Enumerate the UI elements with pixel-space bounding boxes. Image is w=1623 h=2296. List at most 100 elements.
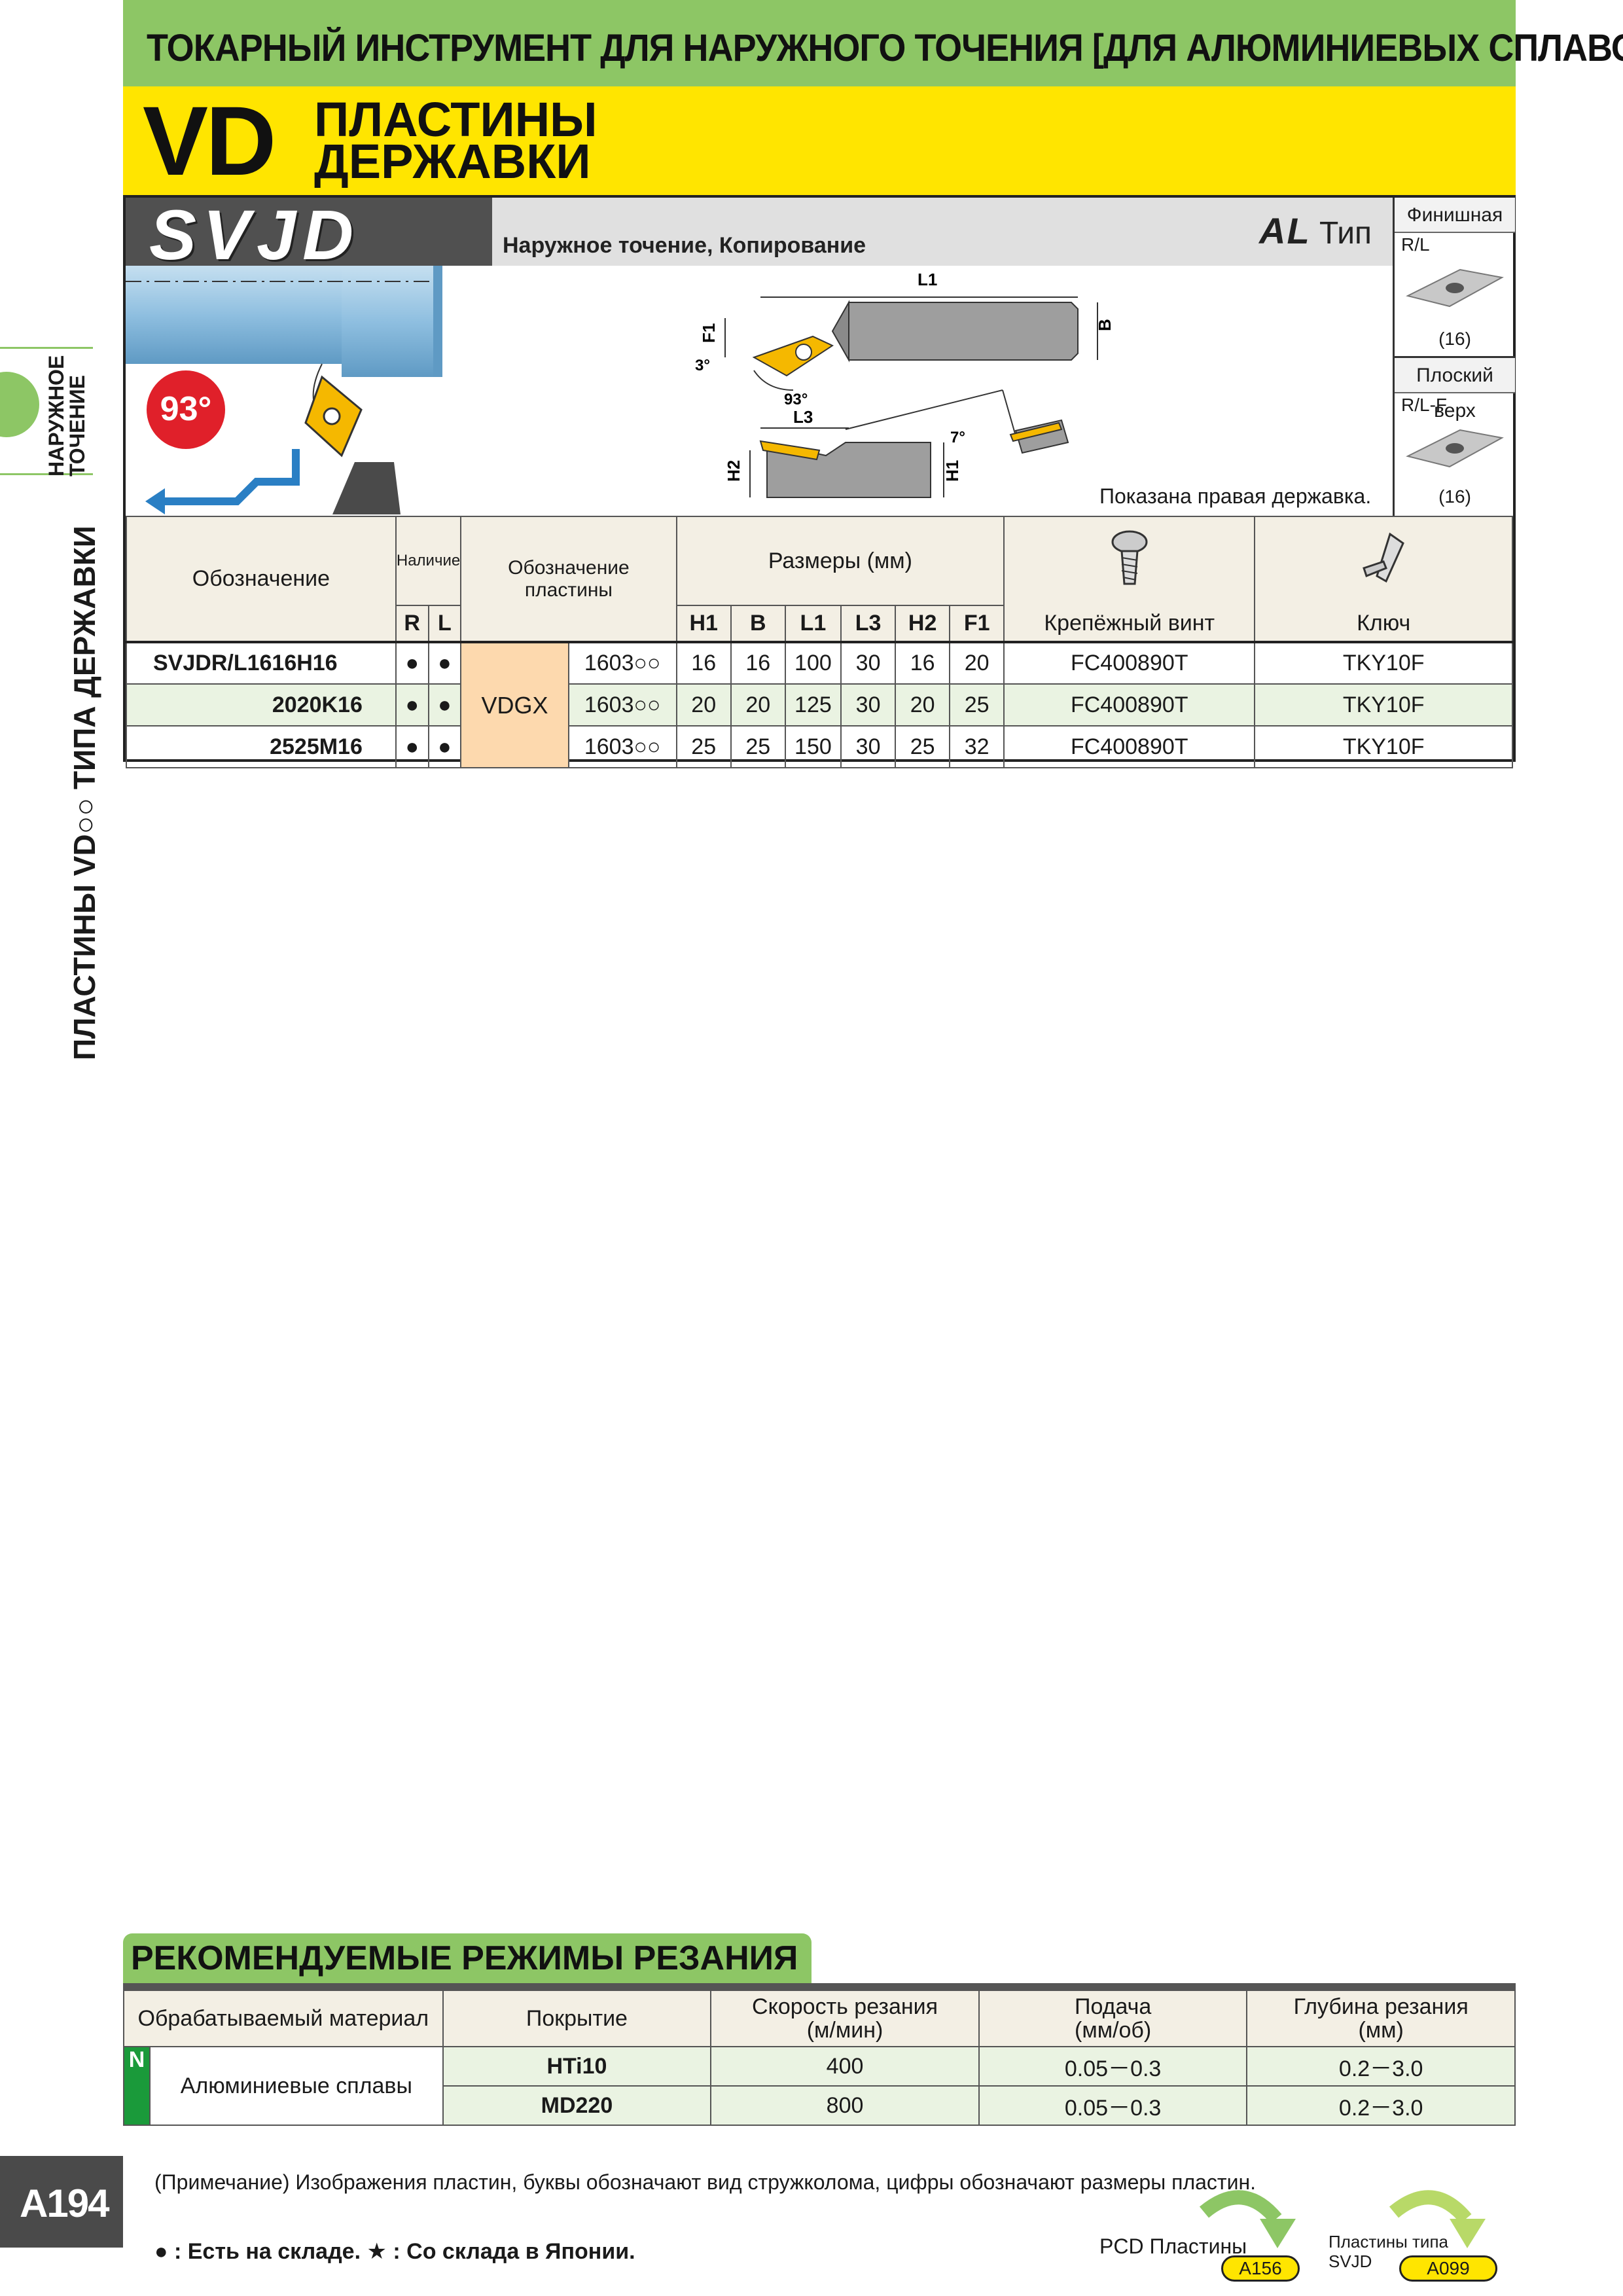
row-insert: 1603○○ <box>567 725 677 768</box>
col-F1: F1 <box>949 605 1005 643</box>
col-screw: Крепёжный винт <box>1003 605 1256 643</box>
row-screw: FC400890T <box>1003 725 1256 768</box>
insert-panel: Финишная R/L (16) Плоский верх R/L-F (16… <box>1393 198 1515 516</box>
operation-bar <box>492 198 1393 266</box>
dim-angle-3: 3° <box>695 357 710 374</box>
cond-col-material: Обрабатываемый материал <box>123 1990 444 2047</box>
sidebar-tab-line2: ТОЧЕНИЕ <box>65 375 89 476</box>
col-stock: Наличие <box>395 516 462 605</box>
col-L3: L3 <box>840 605 897 643</box>
sidebar-tab[interactable] <box>0 347 93 475</box>
row-H2: 25 <box>895 725 951 768</box>
col-dims: Размеры (мм) <box>675 516 1005 605</box>
insert-finishing-code: R/L <box>1401 234 1430 255</box>
row-stock-L: ● <box>427 683 462 726</box>
row-F1: 32 <box>949 725 1005 768</box>
pcd-ref-label: PCD Пластины <box>1099 2234 1247 2258</box>
col-B: B <box>730 605 786 643</box>
title-banner <box>123 86 1516 195</box>
cond-col-feed-2: (мм/об) <box>1075 2018 1152 2043</box>
row-L1: 100 <box>784 641 842 685</box>
dim-H2: H2 <box>724 460 743 482</box>
insert-flat-top[interactable]: Плоский верх R/L-F (16) <box>1395 356 1515 516</box>
cond-coating: MD220 <box>442 2085 712 2126</box>
col-designation: Обозначение <box>126 516 397 643</box>
row-screw: FC400890T <box>1003 683 1256 726</box>
insert-screw <box>323 407 341 425</box>
insert-flat-top-title: Плоский верх <box>1395 358 1515 422</box>
cond-feed: 0.05－0.3 <box>978 2085 1248 2126</box>
type-suffix: Тип <box>1319 216 1372 251</box>
col-H1: H1 <box>675 605 732 643</box>
row-stock-L: ● <box>427 725 462 768</box>
row-key: TKY10F <box>1254 641 1513 685</box>
dim-angle-93: 93° <box>784 391 808 408</box>
model-bar <box>126 198 492 266</box>
col-key: Ключ <box>1254 605 1513 643</box>
cond-col-coating: Покрытие <box>442 1990 712 2047</box>
cond-speed: 800 <box>710 2085 980 2126</box>
dim-L3: L3 <box>793 407 813 427</box>
angle-badge-text: 93° <box>160 390 212 428</box>
page-number-box <box>0 2156 123 2248</box>
conditions-tab <box>123 1933 812 1984</box>
table-row: 2525M16 ● ● 1603○○ 25 25 150 30 25 32 FC… <box>126 725 1513 768</box>
dim-F1: F1 <box>699 323 719 343</box>
vd-title: VD <box>143 86 276 196</box>
holder-body <box>332 462 401 514</box>
holder-illustration: 93° <box>126 266 492 514</box>
type-prefix: AL <box>1259 210 1311 251</box>
svjd-ref-label-1: Пластины типа <box>1329 2232 1448 2251</box>
dim-L1: L1 <box>918 270 937 289</box>
page-number: A194 <box>20 2181 109 2225</box>
row-model: SVJDR/L1616H16 <box>126 641 397 685</box>
insert-name: VDGX <box>460 641 569 768</box>
material-group: N <box>123 2046 151 2126</box>
svjd-ref-link[interactable]: A099 <box>1399 2255 1497 2282</box>
row-B: 20 <box>730 683 786 726</box>
row-L1: 125 <box>784 683 842 726</box>
pcd-ref-link[interactable]: A156 <box>1221 2255 1300 2282</box>
row-L3: 30 <box>840 725 897 768</box>
holder-top-view <box>848 302 1079 361</box>
stock-legend: ● : Есть на складе. ★ : Со склада в Япон… <box>154 2239 635 2264</box>
shown-right-note: Показана правая державка. <box>1099 484 1372 508</box>
row-model: 2020K16 <box>126 683 397 726</box>
row-L3: 30 <box>840 683 897 726</box>
row-insert: 1603○○ <box>567 641 677 685</box>
table-row: 2020K16 ● ● 1603○○ 20 20 125 30 20 25 FC… <box>126 683 1513 726</box>
row-stock-R: ● <box>395 683 429 726</box>
cond-depth: 0.2－3.0 <box>1246 2085 1516 2126</box>
dimension-drawing: L1 B F1 3° 93° L3 H2 H1 7° <box>492 266 1393 516</box>
col-L: L <box>427 605 462 643</box>
cond-coating: HTi10 <box>442 2046 712 2087</box>
row-H1: 20 <box>675 683 732 726</box>
footnote: (Примечание) Изображения пластин, буквы … <box>154 2170 1256 2194</box>
insert-finishing[interactable]: Финишная R/L (16) <box>1395 198 1515 356</box>
angle-badge <box>147 370 225 449</box>
insert-top-view <box>752 335 834 377</box>
title-line-inserts: ПЛАСТИНЫ <box>314 92 597 147</box>
workpiece-step <box>342 266 440 377</box>
row-H2: 20 <box>895 683 951 726</box>
dim-B: B <box>1095 319 1115 331</box>
dim-H1: H1 <box>942 460 962 482</box>
col-key-icon <box>1254 516 1513 605</box>
row-F1: 25 <box>949 683 1005 726</box>
insert-flat-top-code: R/L-F <box>1401 395 1447 415</box>
insert-flat-top-image <box>1406 429 1504 468</box>
table-row: MD220 800 0.05－0.3 0.2－3.0 <box>124 2085 1516 2126</box>
dimension-svg: L1 B F1 3° 93° L3 H2 H1 7° <box>695 270 1115 498</box>
row-insert: 1603○○ <box>567 683 677 726</box>
cond-col-feed: Подача (мм/об) <box>978 1990 1248 2047</box>
key-icon <box>1363 532 1405 583</box>
svjd-ref-label-2: SVJD <box>1329 2251 1372 2271</box>
row-F1: 20 <box>949 641 1005 685</box>
cond-depth: 0.2－3.0 <box>1246 2046 1516 2087</box>
svjd-arrow-icon <box>1389 2190 1486 2248</box>
top-banner: ТОКАРНЫЙ ИНСТРУМЕНТ ДЛЯ НАРУЖНОГО ТОЧЕНИ… <box>123 0 1623 86</box>
cond-col-speed-2: (м/мин) <box>806 2018 883 2043</box>
sidebar-vertical-title: ПЛАСТИНЫ VD○○ ТИПА ДЕРЖАВКИ <box>67 526 101 1060</box>
sidebar-tab-label: НАРУЖНОЕ ТОЧЕНИЕ <box>45 339 92 476</box>
row-model: 2525M16 <box>126 725 397 768</box>
